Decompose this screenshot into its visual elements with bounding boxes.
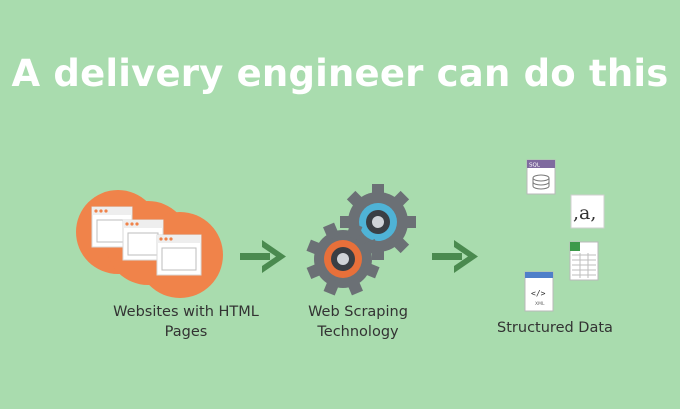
page-title: A delivery engineer can do this bbox=[11, 52, 669, 95]
structured-data-label: Structured Data bbox=[497, 320, 613, 336]
xml-badge: XML bbox=[535, 301, 545, 307]
xml-tag-text: </> bbox=[531, 289, 546, 298]
websites-label: Websites with HTML Pages bbox=[108, 302, 264, 342]
sql-database-icon bbox=[526, 159, 556, 195]
text-document-icon bbox=[570, 194, 605, 229]
scraping-label: Web Scraping Technology bbox=[300, 302, 416, 342]
sql-badge: SQL bbox=[529, 163, 541, 169]
gears-icon bbox=[306, 184, 416, 296]
csv-text: ,a, bbox=[573, 202, 596, 224]
websites-label-line2: Pages bbox=[164, 324, 208, 340]
xml-file-icon bbox=[524, 271, 554, 312]
arrow-right-icon bbox=[432, 240, 478, 273]
arrow-right-icon bbox=[240, 240, 286, 273]
scraping-label-line2: Technology bbox=[317, 324, 399, 340]
scraping-label-line1: Web Scraping bbox=[308, 304, 408, 320]
blue-gear-icon bbox=[340, 184, 416, 260]
browser-page-icon bbox=[122, 219, 164, 261]
websites-icon bbox=[76, 190, 223, 298]
orange-gear-icon bbox=[306, 222, 380, 296]
spreadsheet-icon bbox=[569, 241, 599, 281]
websites-label-line1: Websites with HTML bbox=[113, 304, 259, 320]
browser-page-icon bbox=[156, 234, 202, 276]
